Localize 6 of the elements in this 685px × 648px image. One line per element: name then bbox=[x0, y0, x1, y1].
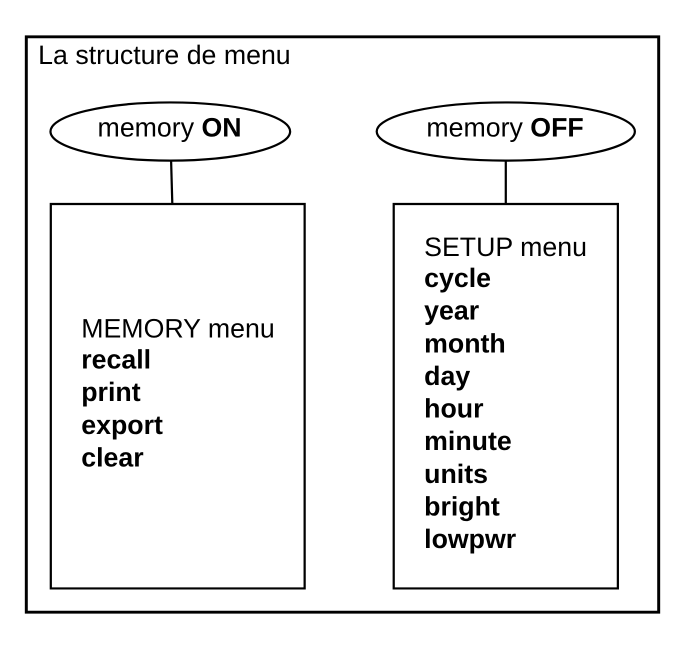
connector bbox=[504, 160, 507, 204]
node-box: MEMORY menu recall print export clear bbox=[50, 202, 306, 590]
node-ellipse: memory OFF bbox=[376, 100, 636, 162]
node-ellipse: memory ON bbox=[49, 100, 292, 162]
connector bbox=[170, 160, 174, 204]
node-box: SETUP menu cycle year month day hour minute units bright lowpwr bbox=[392, 202, 619, 590]
